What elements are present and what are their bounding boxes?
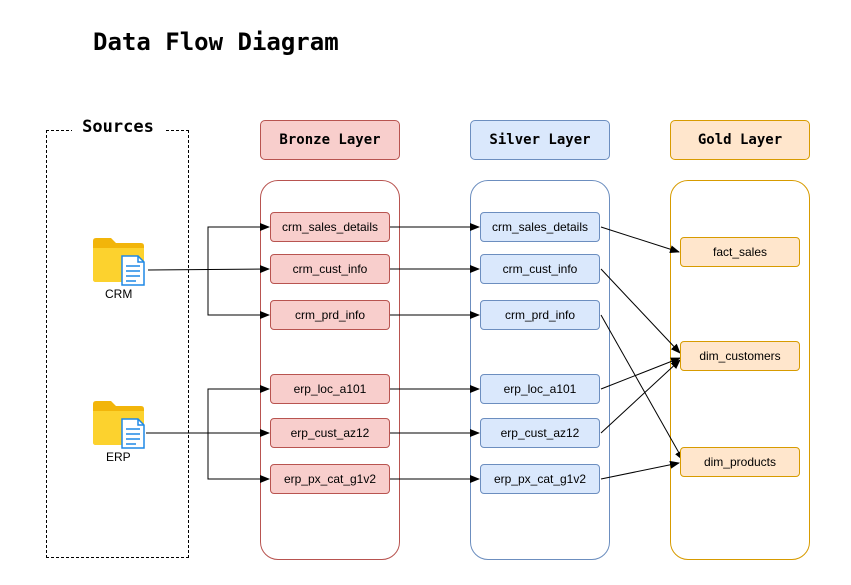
erp-folder-icon[interactable] <box>92 399 148 449</box>
crm-folder-icon[interactable] <box>92 236 148 286</box>
gold-table-fact-sales[interactable]: fact_sales <box>680 237 800 267</box>
edge-sales-to-fact-sales <box>600 226 680 254</box>
bronze-table-crm-prd-info[interactable]: crm_prd_info <box>270 300 390 330</box>
silver-layer-header: Silver Layer <box>470 120 610 160</box>
silver-table-crm-prd-info[interactable]: crm_prd_info <box>480 300 600 330</box>
sources-title: Sources <box>72 116 164 138</box>
silver-table-erp-cust-az12[interactable]: erp_cust_az12 <box>480 418 600 448</box>
edge-erp-to-bronze-loc-a101 <box>207 385 270 433</box>
bronze-layer-header: Bronze Layer <box>260 120 400 160</box>
edge-erp-to-bronze-px-cat <box>207 433 270 483</box>
silver-table-erp-px-cat-g1v2[interactable]: erp_px_cat_g1v2 <box>480 464 600 494</box>
silver-layer-container <box>470 180 610 560</box>
silver-table-crm-sales-details[interactable]: crm_sales_details <box>480 212 600 242</box>
gold-table-dim-products[interactable]: dim_products <box>680 447 800 477</box>
edge-crm-to-bronze-sales-details <box>207 223 270 270</box>
bronze-table-erp-cust-az12[interactable]: erp_cust_az12 <box>270 418 390 448</box>
gold-table-dim-customers[interactable]: dim_customers <box>680 341 800 371</box>
page-title: Data Flow Diagram <box>93 28 339 56</box>
bronze-table-erp-px-cat-g1v2[interactable]: erp_px_cat_g1v2 <box>270 464 390 494</box>
silver-table-crm-cust-info[interactable]: crm_cust_info <box>480 254 600 284</box>
edge-prd-info-to-dim-products <box>600 314 684 461</box>
edge-px-cat-to-dim-products <box>600 460 680 480</box>
silver-table-erp-loc-a101[interactable]: erp_loc_a101 <box>480 374 600 404</box>
erp-source-label: ERP <box>106 450 131 464</box>
bronze-layer-container <box>260 180 400 560</box>
edge-crm-to-bronze-prd-info <box>207 270 270 319</box>
bronze-table-crm-cust-info[interactable]: crm_cust_info <box>270 254 390 284</box>
edge-loc-to-dim-customers <box>600 357 681 390</box>
edge-cust-info-to-dim-customers <box>600 268 681 354</box>
bronze-table-crm-sales-details[interactable]: crm_sales_details <box>270 212 390 242</box>
gold-layer-header: Gold Layer <box>670 120 810 160</box>
crm-source-label: CRM <box>105 287 133 301</box>
bronze-table-erp-loc-a101[interactable]: erp_loc_a101 <box>270 374 390 404</box>
edge-cust-az12-to-dim-customers <box>600 359 681 434</box>
